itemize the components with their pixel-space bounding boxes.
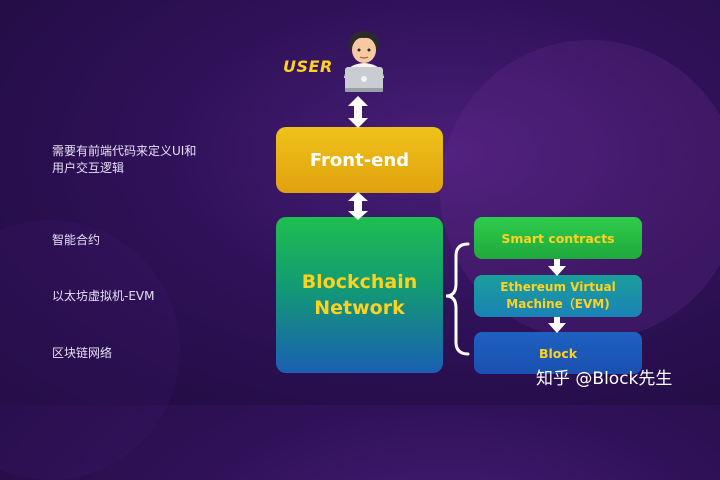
evm-box: Ethereum Virtual Machine（EVM)	[474, 275, 642, 317]
curly-brace-icon	[445, 242, 470, 356]
note-evm: 以太坊虚拟机-EVM	[52, 289, 155, 303]
block-box: Block	[474, 332, 642, 374]
note-frontend: 需要有前端代码来定义UI和 用户交互逻辑	[52, 144, 197, 175]
down-arrow-icon	[548, 317, 566, 333]
double-arrow-icon	[348, 96, 368, 128]
diagram-slide: 需要有前端代码来定义UI和 用户交互逻辑 智能合约 以太坊虚拟机-EVM 区块链…	[0, 31, 720, 480]
down-arrow-icon	[548, 259, 566, 276]
note-smart-contracts: 智能合约	[52, 233, 101, 247]
double-arrow-icon	[348, 192, 368, 220]
watermark: 知乎 @Block先生	[536, 369, 673, 389]
developer-with-laptop-icon	[344, 31, 384, 92]
blockchain-network-box: Blockchain Network	[276, 217, 443, 373]
smart-contracts-box: Smart contracts	[474, 217, 642, 259]
frontend-box: Front-end	[276, 127, 443, 193]
user-label: USER	[283, 57, 333, 76]
connectors	[348, 96, 566, 356]
note-block: 区块链网络	[52, 346, 113, 360]
